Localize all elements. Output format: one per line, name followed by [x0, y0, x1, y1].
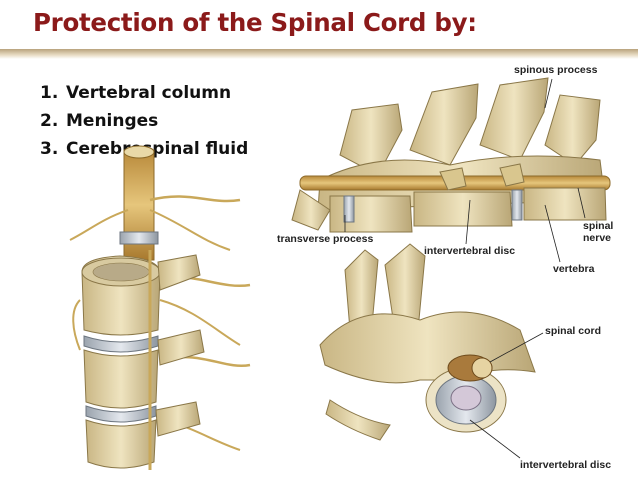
- vertebral-column-illustration: [70, 146, 250, 470]
- label-intervertebral-disc-top: intervertebral disc: [424, 246, 515, 257]
- label-transverse-process: transverse process: [277, 234, 373, 245]
- label-intervertebral-disc-bottom: intervertebral disc: [520, 460, 611, 471]
- label-spinous-process: spinous process: [514, 65, 597, 76]
- label-spinal-nerve-line1: spinal: [583, 221, 613, 232]
- label-vertebra: vertebra: [553, 264, 594, 275]
- label-spinal-cord: spinal cord: [545, 326, 601, 337]
- label-spinal-nerve-line2: nerve: [583, 233, 611, 244]
- single-vertebra-illustration: [320, 244, 543, 458]
